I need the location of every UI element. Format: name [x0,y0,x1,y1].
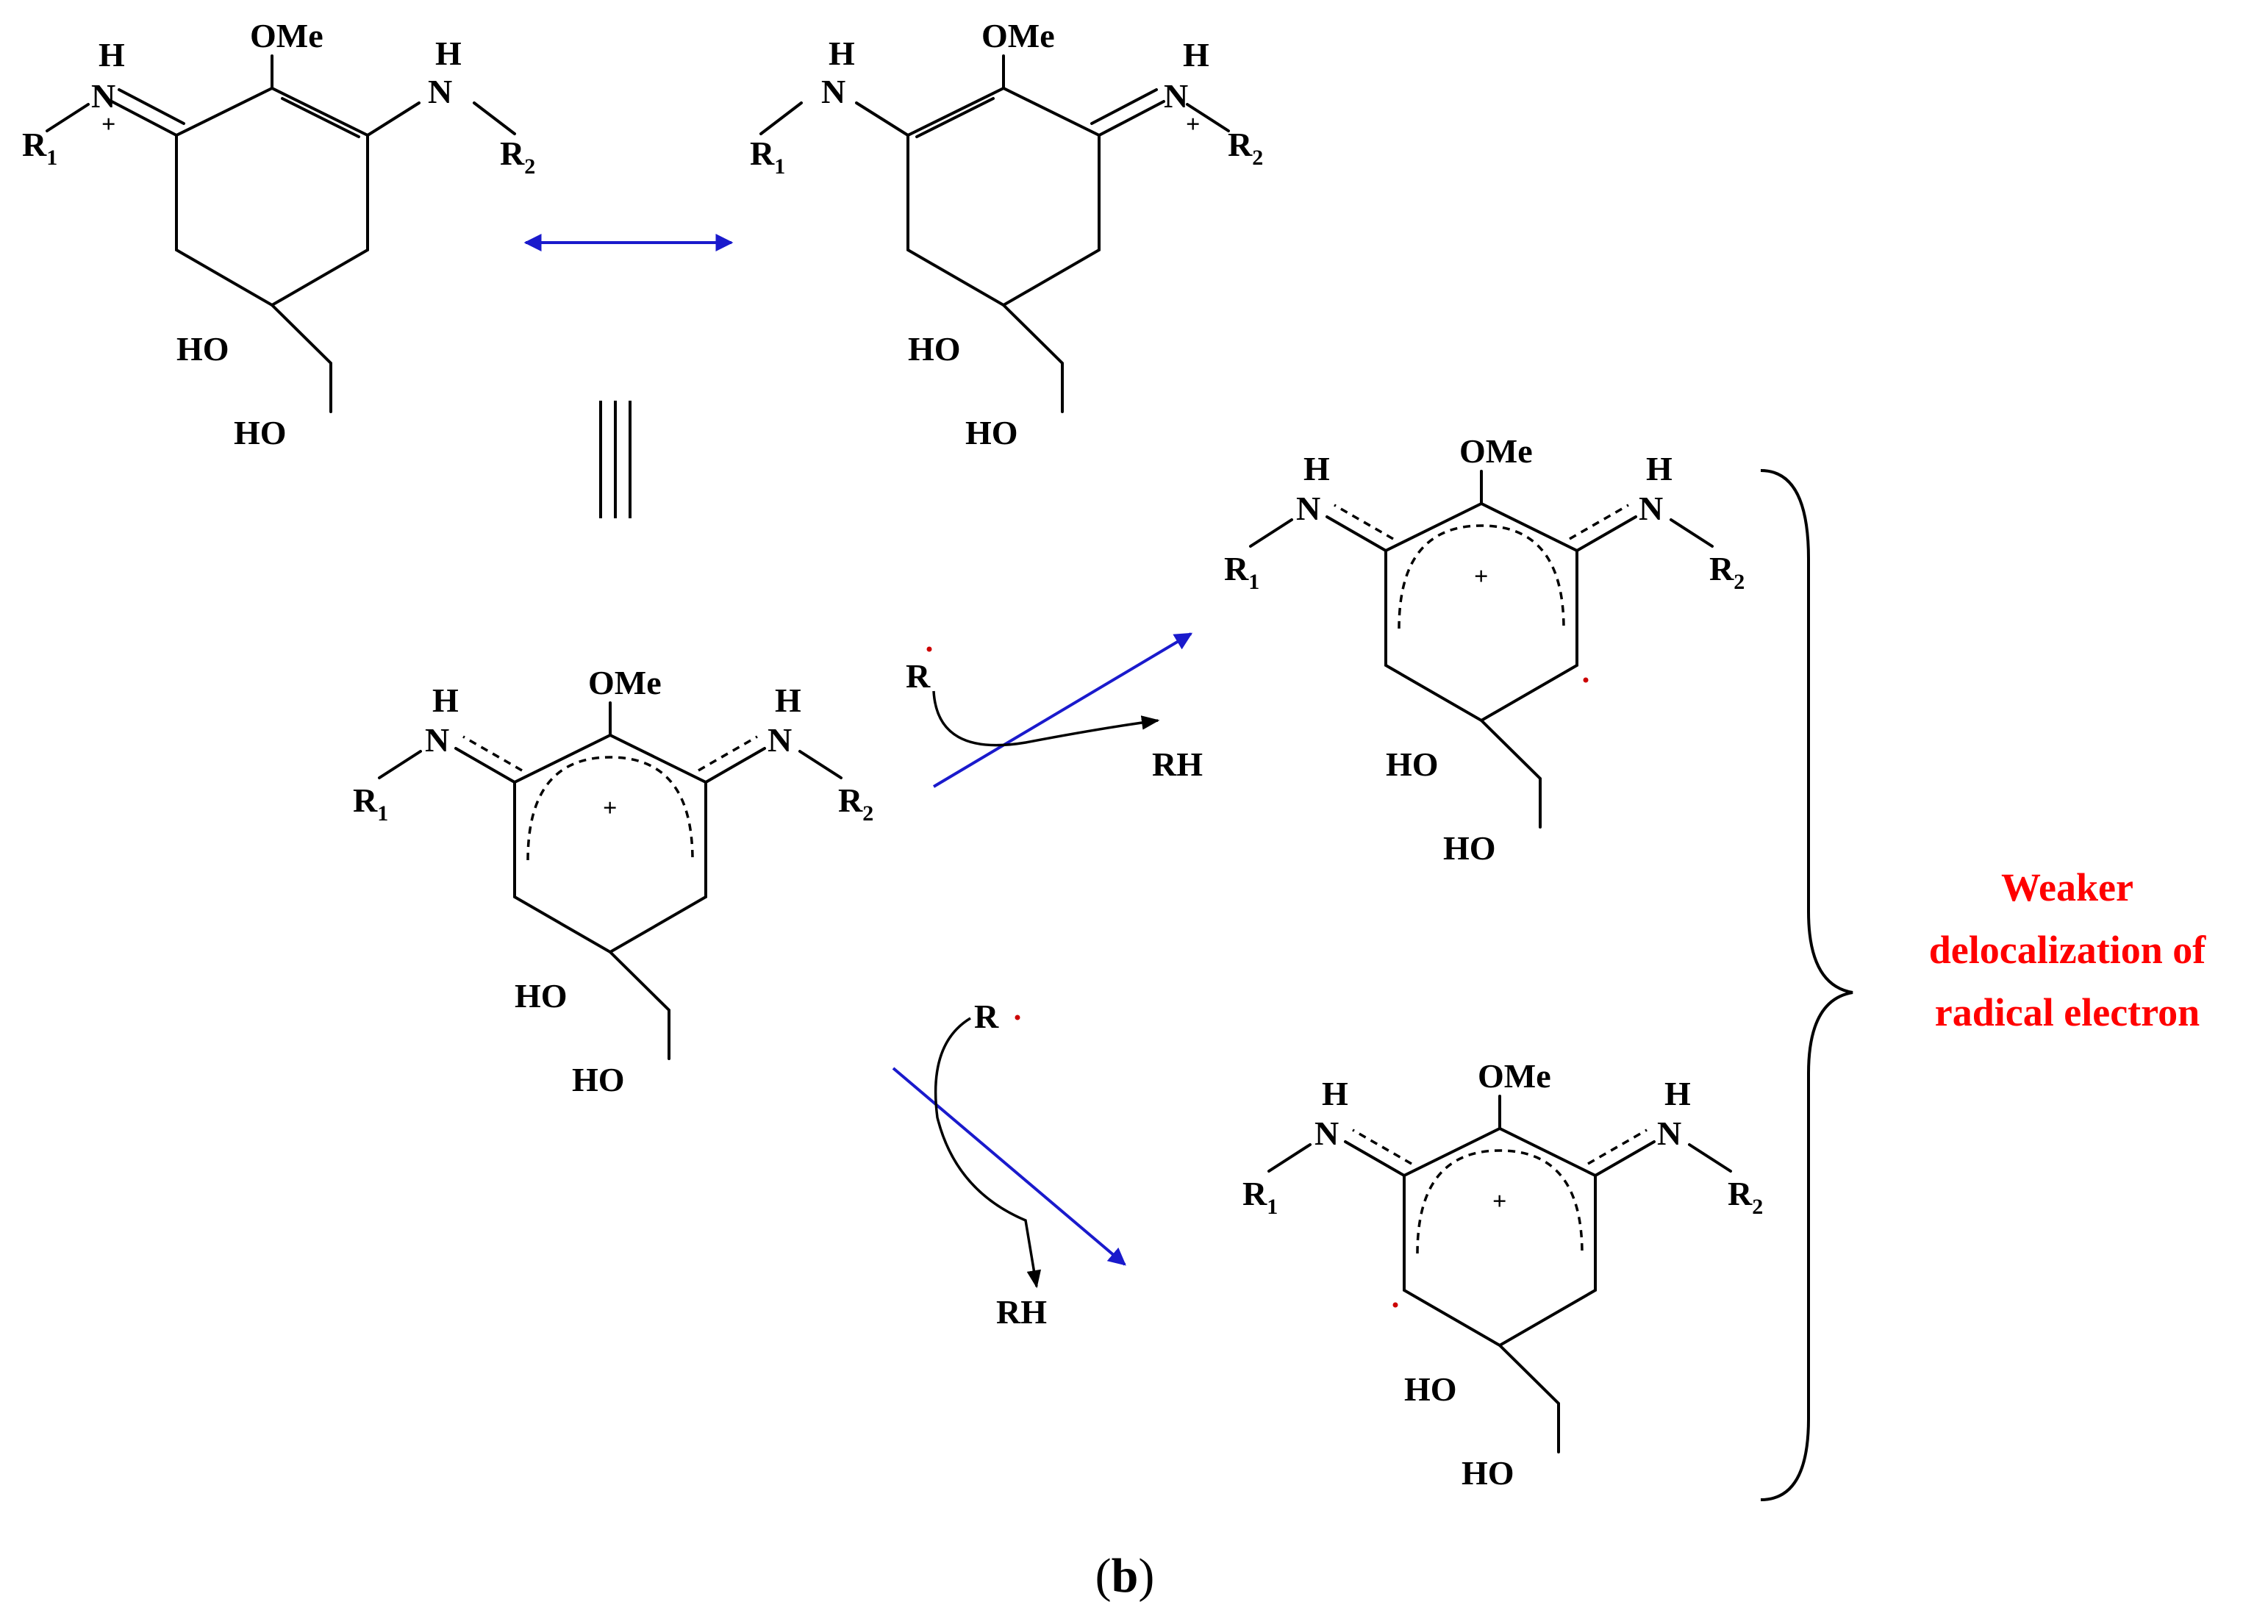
svg-text:N: N [1296,490,1320,527]
svg-text:HO: HO [965,414,1018,451]
svg-text:H: H [775,682,801,719]
svg-text:H: H [1322,1075,1348,1112]
svg-text:HO: HO [908,330,961,368]
svg-text:OMe: OMe [1478,1057,1551,1095]
upper-reaction-arrow: R RH [906,632,1203,788]
r1-label: R1 [22,126,57,170]
radical-dot [1583,677,1589,683]
svg-text:radical electron: radical electron [1935,990,2200,1034]
svg-text:HO: HO [234,414,287,451]
svg-text:Weaker: Weaker [2001,865,2133,909]
svg-text:HO: HO [515,977,568,1015]
svg-text:HO: HO [176,330,229,368]
svg-text:H: H [1303,450,1330,487]
svg-text:N: N [1639,490,1663,527]
r2-label: R2 [1228,126,1263,170]
svg-text:OMe: OMe [981,17,1055,54]
svg-text:H: H [432,682,459,719]
svg-text:N: N [425,721,449,759]
figure-caption: (b) [1095,1549,1155,1603]
r2-label: R2 [1728,1175,1763,1219]
svg-text:N: N [91,77,115,115]
svg-text:R: R [906,657,931,695]
lower-radical-product: OMe + H N R1 H N R2 HO HO [1242,1057,1763,1492]
conclusion-text: Weaker delocalization of radical electro… [1929,865,2206,1034]
svg-text:N: N [1314,1115,1339,1152]
upper-radical-product: OMe + H N R1 H N R2 HO HO [1224,432,1745,867]
r2-label: R2 [1709,550,1745,594]
resonance-structure-b: OMe H N R1 H N + R2 HO HO [750,17,1263,451]
svg-text:OMe: OMe [1459,432,1533,470]
radical-dot [1015,1015,1020,1020]
radical-dot [926,646,932,652]
svg-text:HO: HO [1386,745,1439,783]
delocalized-cation: OMe + H N R1 H N R2 HO HO [353,664,873,1098]
svg-text:R: R [974,998,999,1035]
svg-text:+: + [603,795,617,822]
svg-text:HO: HO [1443,829,1496,867]
svg-text:+: + [1492,1188,1506,1215]
svg-text:H: H [829,35,855,72]
svg-text:HO: HO [572,1061,625,1098]
svg-text:H: H [1664,1075,1691,1112]
svg-text:H: H [1646,450,1673,487]
radical-dot [1392,1302,1398,1308]
svg-text:HO: HO [1462,1454,1514,1492]
svg-text:N: N [1164,77,1188,115]
r2-label: R2 [838,781,873,826]
svg-text:RH: RH [996,1293,1047,1331]
svg-text:delocalization of: delocalization of [1929,928,2206,972]
svg-text:H: H [435,35,462,72]
resonance-structure-a: OMe H N + R1 H N R2 HO HO [22,17,535,451]
svg-text:+: + [101,111,115,138]
svg-text:H: H [1183,36,1209,74]
svg-text:+: + [1186,111,1200,138]
r1-label: R1 [750,135,785,179]
r1-label: R1 [353,781,388,826]
svg-text:RH: RH [1152,745,1203,783]
grouping-brace [1760,469,1853,1501]
r1-label: R1 [1242,1175,1278,1219]
svg-text:N: N [428,73,452,110]
svg-text:N: N [1657,1115,1681,1152]
lower-reaction-arrow: R RH [892,998,1126,1331]
svg-text:HO: HO [1404,1370,1457,1408]
equivalence-symbol [599,401,632,518]
svg-text:H: H [99,36,125,74]
svg-text:+: + [1474,563,1488,590]
svg-text:N: N [821,73,845,110]
svg-text:OMe: OMe [588,664,662,701]
svg-text:N: N [768,721,792,759]
r1-label: R1 [1224,550,1259,594]
r2-label: R2 [500,135,535,179]
svg-text:OMe: OMe [250,17,323,54]
